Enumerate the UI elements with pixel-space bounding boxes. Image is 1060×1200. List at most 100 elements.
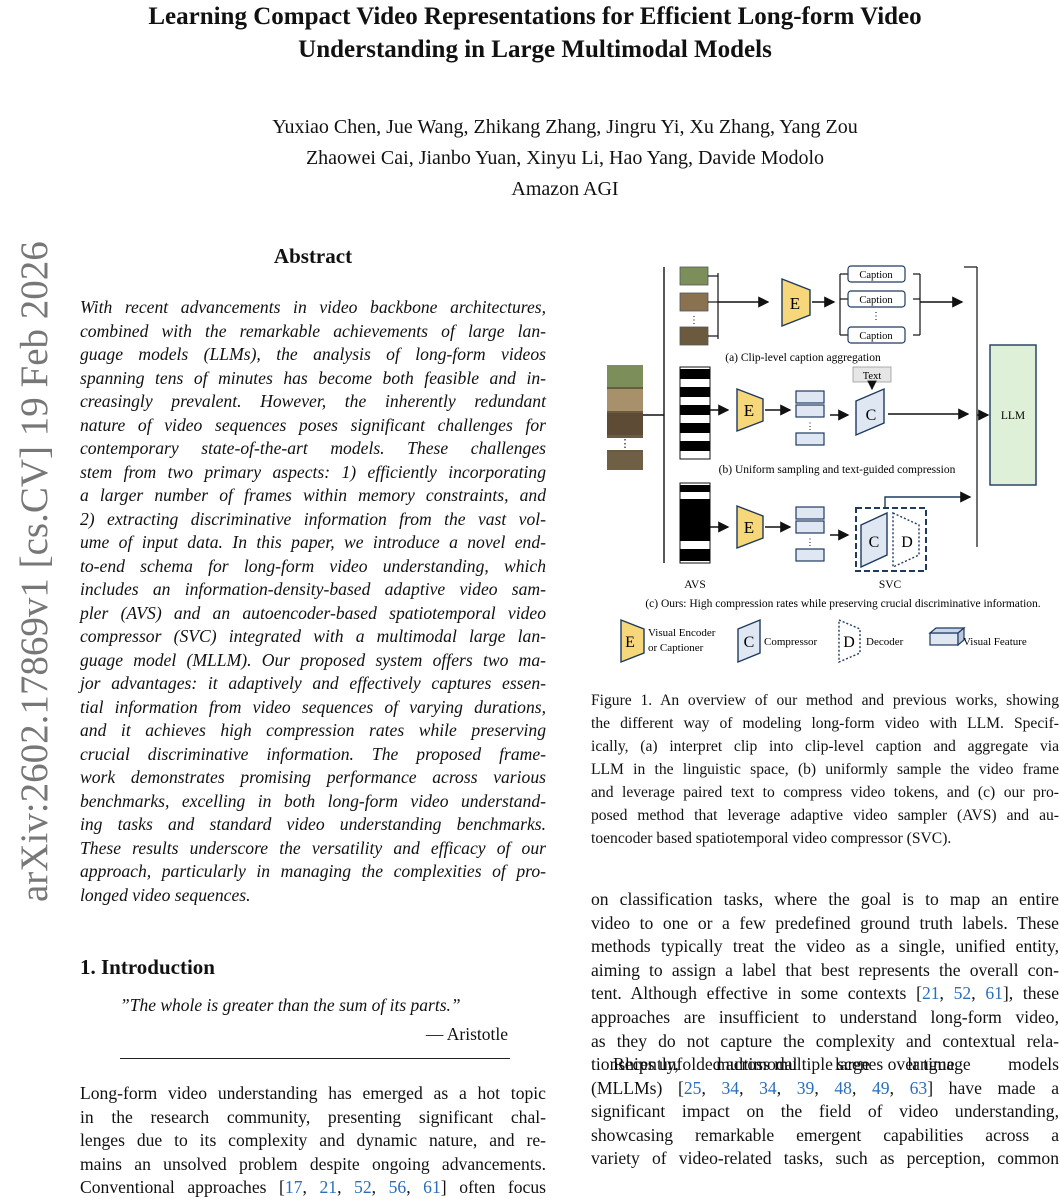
citation-link[interactable]: 21 (921, 983, 940, 1004)
svc-module: C D (855, 507, 927, 572)
caption-line: LLM in the linguistic space, (b) uniform… (591, 761, 1059, 778)
abstract-line: benchmarks, excelling in both long-form … (80, 790, 546, 811)
abstract-line: ing tasks and standard video understandi… (80, 814, 546, 834)
text-line: methods typically treat the video as a s… (591, 936, 1059, 957)
abstract-heading: Abstract (273, 244, 353, 268)
text-line: Long-form video understanding has emerge… (80, 1083, 546, 1103)
svg-text:Visual Feature: Visual Feature (963, 636, 1027, 648)
text-fragment: tent. Although effective in some context… (591, 983, 922, 1004)
caption-line: and leverage paired text to compress vid… (591, 784, 1059, 801)
epigraph-author: — Aristotle (425, 1024, 508, 1044)
svg-text:E: E (744, 401, 754, 420)
adaptive-sampling-strip (679, 482, 711, 564)
abstract-line: to-end schema for long-form video unders… (80, 555, 546, 576)
abstract-line: a larger number of frames within memory … (80, 485, 546, 505)
svg-text:E: E (625, 634, 635, 651)
affiliation: Amazon AGI (511, 178, 619, 200)
llm-block: LLM (989, 344, 1037, 486)
svg-text:Text: Text (863, 371, 882, 382)
abstract-line: guage model (MLLM). Our proposed system … (80, 649, 546, 670)
citation-link[interactable]: 56 (388, 1177, 407, 1197)
text-fragment: ] often focus (440, 1177, 547, 1197)
dots: ⋮ (689, 315, 699, 326)
label-a: (a) Clip-level caption aggregation (725, 352, 881, 364)
abstract-body: With recent advancements in video backbo… (80, 296, 546, 907)
arxiv-identifier[interactable]: arXiv:2602.17869v1 [cs.CV] 19 Feb 2026 (13, 241, 56, 902)
input-video-frames: ⋮ (607, 365, 643, 470)
text-line: on classification tasks, where the goal … (591, 889, 1059, 909)
title-line: Understanding in Large Multimodal Models (298, 36, 772, 63)
text-line: tionships unfolded across multiple scene… (591, 1054, 959, 1075)
text-input-box: Text (852, 366, 892, 383)
svg-text:D: D (901, 534, 913, 551)
abstract-line: 2) extracting discriminative information… (80, 508, 546, 529)
paper-title: Learning Compact Video Representations f… (120, 0, 950, 66)
abstract-line: pler (AVS) and an autoencoder-based spat… (80, 602, 546, 623)
citation-link[interactable]: 34 (759, 1077, 777, 1098)
citation-link[interactable]: 49 (871, 1077, 890, 1098)
author-line: Yuxiao Chen, Jue Wang, Zhikang Zhang, Ji… (272, 116, 858, 138)
text-line: in the research community, presenting si… (80, 1106, 546, 1127)
svg-text:Caption: Caption (859, 295, 893, 306)
clip-thumbnails: ⋮ (679, 266, 709, 346)
text-fragment: ] have made a (927, 1077, 1060, 1098)
abstract-line: crucial discriminative information. The … (80, 743, 546, 764)
citation-link[interactable]: 39 (796, 1077, 815, 1098)
svg-text:Caption: Caption (859, 331, 893, 342)
citation-link[interactable]: 52 (953, 983, 972, 1004)
svg-text:Caption: Caption (859, 270, 893, 281)
dots: ⋮ (620, 438, 631, 450)
label-b: (b) Uniform sampling and text-guided com… (719, 464, 956, 476)
abstract-line: and it achieves high compression rates w… (80, 720, 546, 740)
epigraph-quote: ”The whole is greater than the sum of it… (120, 995, 461, 1015)
text-line: video to one or a few predefined ground … (591, 912, 1059, 933)
avs-label: AVS (684, 579, 706, 591)
svc-label: SVC (879, 579, 902, 591)
title-line: Learning Compact Video Representations f… (148, 3, 922, 30)
text-fragment: (MLLMs) [ (591, 1077, 684, 1098)
visual-features: ⋮ (795, 390, 825, 446)
text-line: as they do not capture the complexity an… (591, 1030, 1059, 1051)
svg-text:Decoder: Decoder (866, 636, 904, 648)
citation-link[interactable]: 52 (354, 1177, 372, 1197)
figure-1-diagram: ⋮ ⋮ E Caption Caption ⋮ Caption (a (607, 265, 1041, 664)
intro-paragraph: Long-form video understanding has emerge… (80, 1082, 546, 1200)
epigraph-rule (120, 1058, 510, 1059)
abstract-line: guage models (LLMs), the analysis of lon… (80, 344, 546, 364)
section-heading-introduction: 1. Introduction (80, 955, 215, 979)
text-line: variety of video-related tasks, such as … (591, 1148, 1059, 1169)
citation-link[interactable]: 63 (909, 1077, 928, 1098)
citation-link[interactable]: 21 (319, 1177, 338, 1197)
abstract-line: spanning tens of minutes has become both… (80, 367, 546, 388)
citation-link[interactable]: 48 (834, 1077, 852, 1098)
text-line-with-citations: tent. Although effective in some context… (591, 983, 1060, 1004)
caption-line: Figure 1. An overview of our method and … (591, 692, 1059, 709)
citation-link[interactable]: 17 (284, 1177, 303, 1197)
svg-text:E: E (790, 294, 800, 313)
citation-link[interactable]: 25 (683, 1077, 702, 1098)
abstract-line: includes an information-density-based ad… (80, 579, 546, 599)
citation-link[interactable]: 34 (721, 1077, 740, 1098)
text-line: approaches are insufficient to understan… (591, 1006, 1059, 1027)
caption-boxes: Caption Caption ⋮ Caption (839, 265, 964, 344)
svg-text:Compressor: Compressor (764, 636, 818, 648)
svg-text:C: C (744, 634, 755, 651)
visual-features: ⋮ (795, 506, 825, 562)
label-c: (c) Ours: High compression rates while p… (645, 598, 1040, 610)
svg-text:⋮: ⋮ (806, 537, 815, 547)
text-line-with-citations: Conventional approaches [17, 21, 52, 56,… (80, 1177, 547, 1197)
abstract-line: work demonstrates promising performance … (80, 767, 546, 787)
caption-line: ically, (a) interpret clip into clip-lev… (591, 738, 1059, 755)
encoder-block: E (736, 387, 764, 433)
compressor-block: C (855, 387, 885, 437)
abstract-line: contemporary state-of-the-art models. Th… (80, 438, 546, 458)
abstract-line: With recent advancements in video backbo… (80, 297, 546, 317)
figure-caption: Figure 1. An overview of our method and … (591, 689, 1059, 850)
citation-link[interactable]: 61 (423, 1177, 441, 1197)
citation-link[interactable]: 61 (985, 983, 1003, 1004)
abstract-line: creasingly prevalent. However, the inher… (80, 391, 546, 411)
abstract-line: These results underscore the versatility… (80, 837, 546, 858)
svg-text:C: C (869, 534, 880, 551)
encoder-block: E (736, 504, 764, 550)
svg-text:D: D (843, 634, 855, 651)
